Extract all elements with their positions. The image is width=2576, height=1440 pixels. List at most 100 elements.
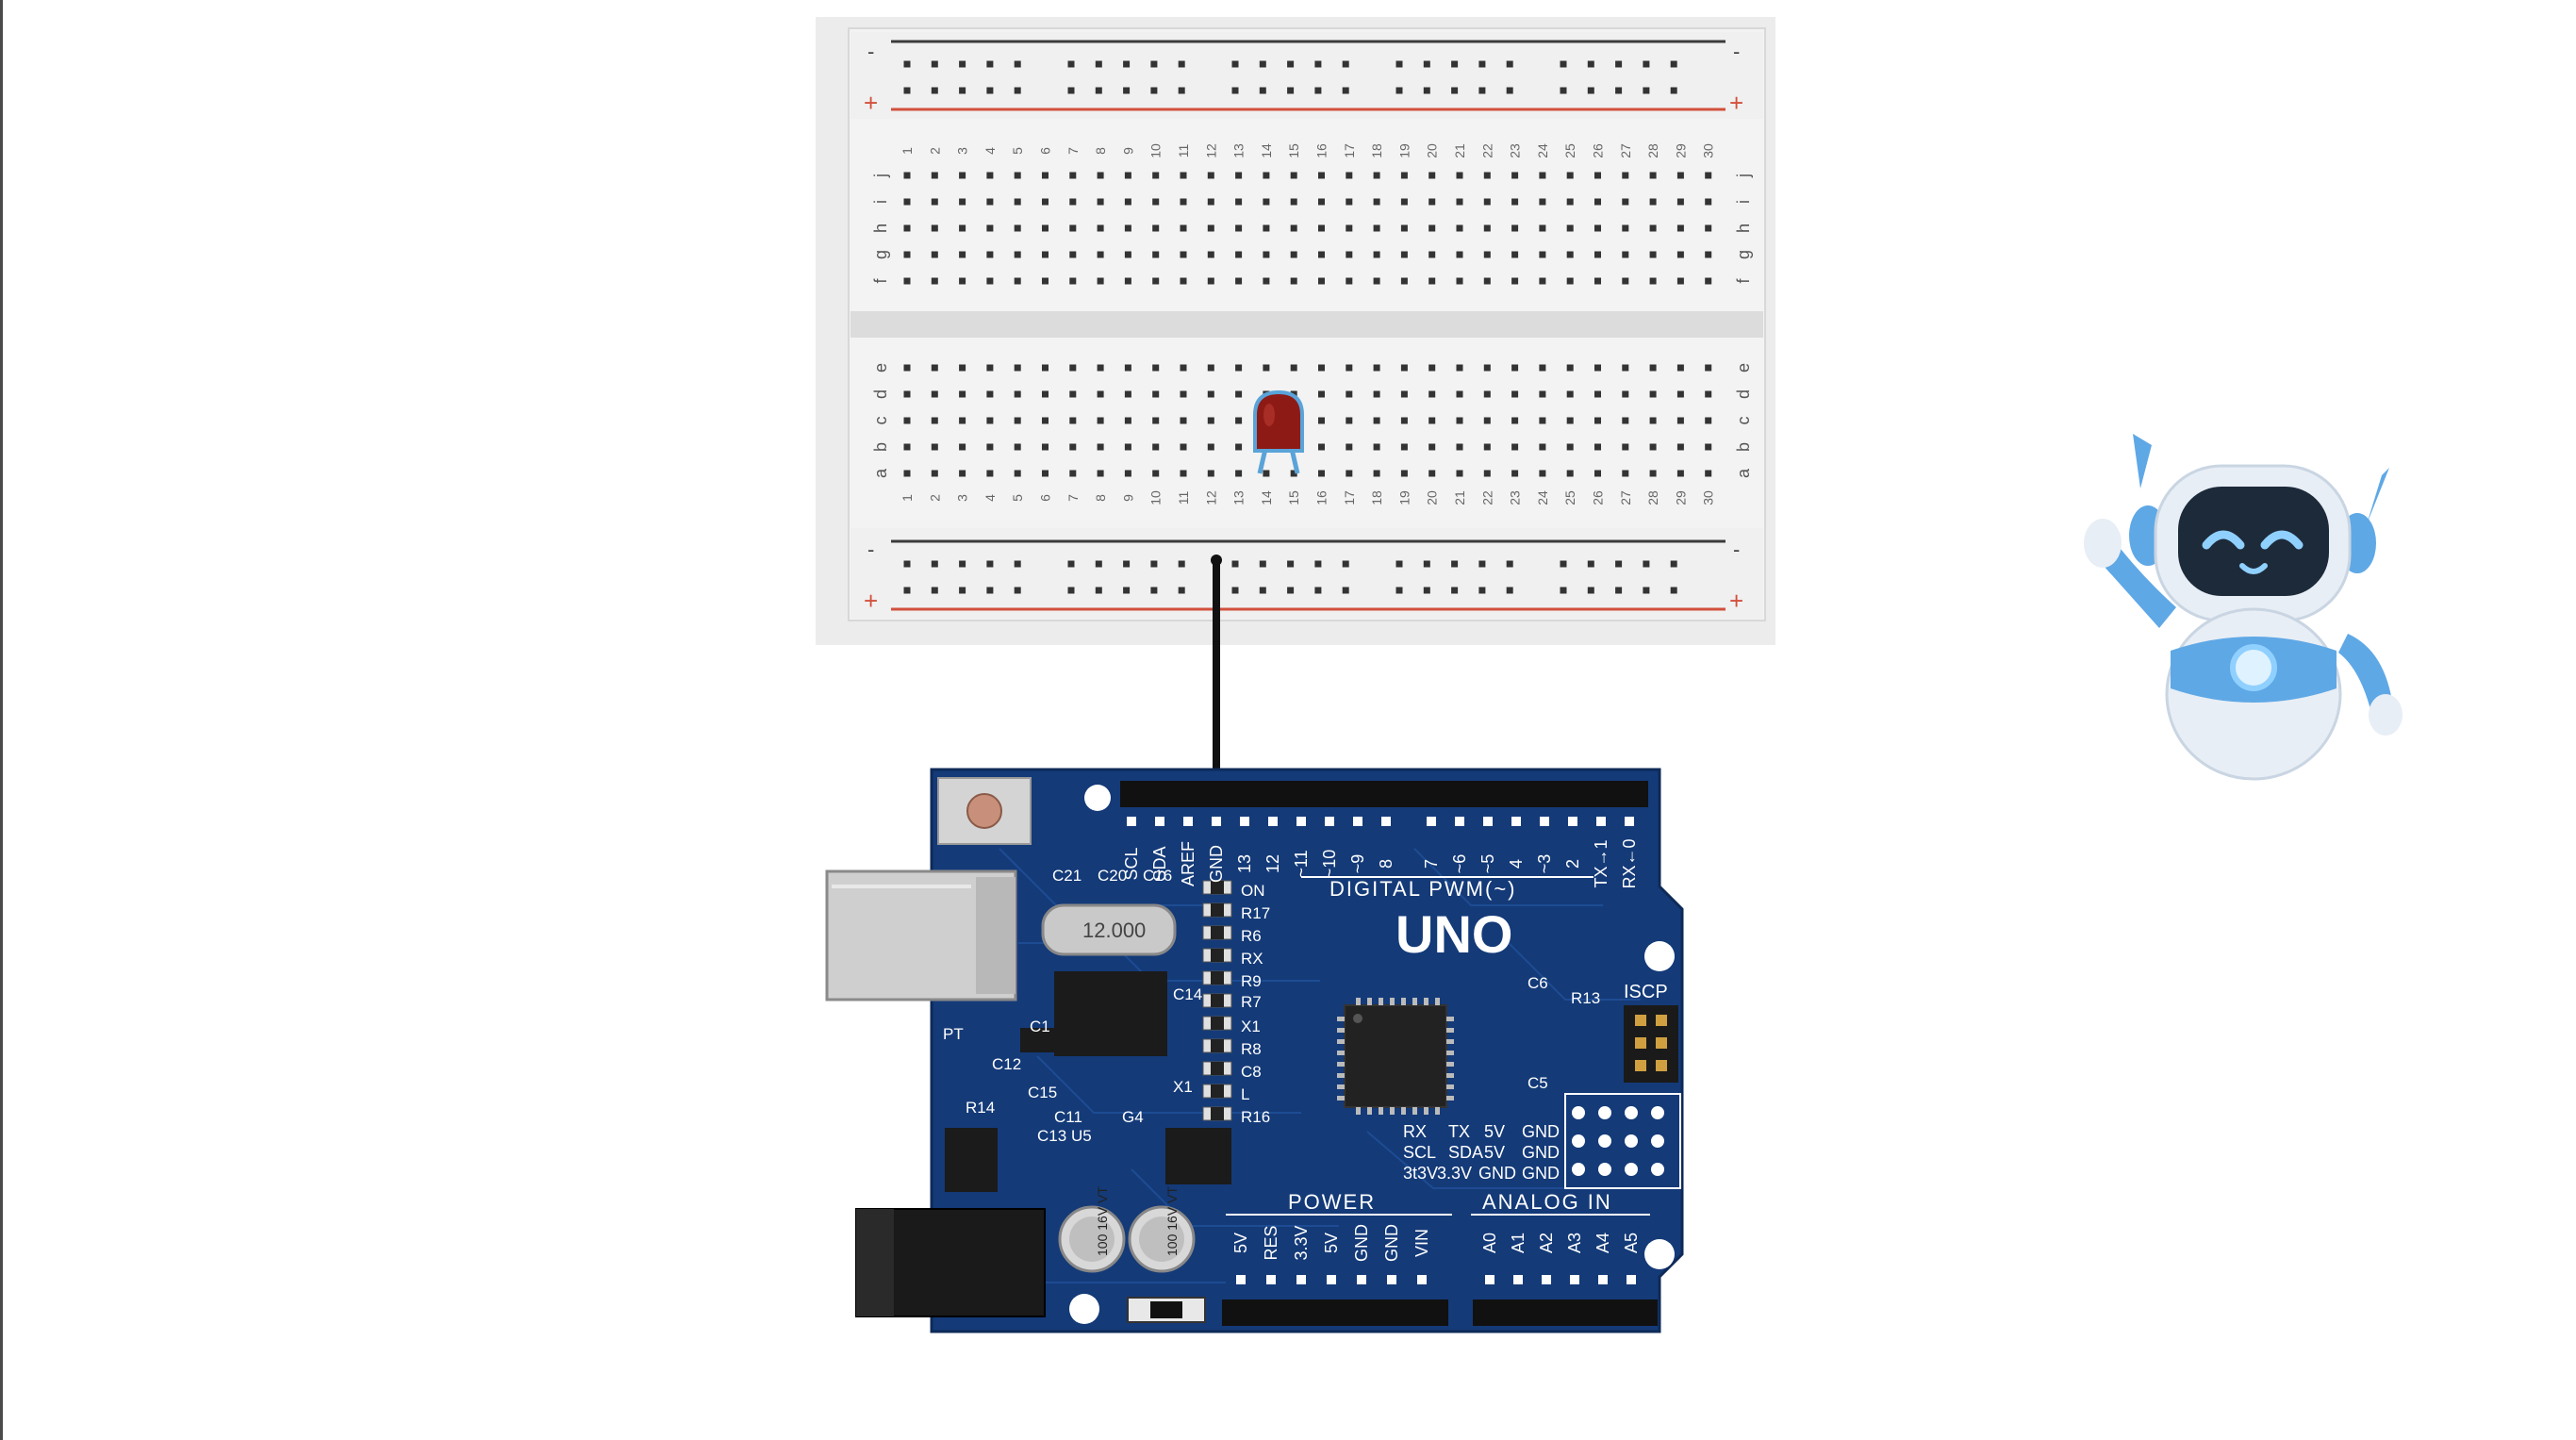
rail-hole[interactable] bbox=[1478, 587, 1486, 594]
digital-pin[interactable] bbox=[1596, 817, 1606, 826]
breadboard-hole[interactable] bbox=[1676, 390, 1684, 398]
breadboard-hole[interactable] bbox=[1456, 198, 1463, 206]
breadboard-hole[interactable] bbox=[1428, 364, 1436, 372]
breadboard-hole[interactable] bbox=[1180, 390, 1187, 398]
rail-hole[interactable] bbox=[1451, 587, 1459, 594]
breadboard-hole[interactable] bbox=[1649, 172, 1657, 179]
breadboard-hole[interactable] bbox=[1622, 417, 1629, 424]
digital-pin[interactable] bbox=[1296, 817, 1306, 826]
icsp-pin[interactable] bbox=[1656, 1060, 1667, 1071]
breadboard-hole[interactable] bbox=[1318, 198, 1325, 206]
breadboard-hole[interactable] bbox=[1124, 172, 1131, 179]
rail-hole[interactable] bbox=[1342, 87, 1349, 94]
breadboard-hole[interactable] bbox=[1180, 198, 1187, 206]
breadboard-hole[interactable] bbox=[1705, 198, 1712, 206]
digital-pin[interactable] bbox=[1155, 817, 1164, 826]
analog-pin[interactable] bbox=[1485, 1275, 1494, 1284]
breadboard-hole[interactable] bbox=[1152, 443, 1160, 451]
breadboard-hole[interactable] bbox=[1676, 470, 1684, 477]
breadboard-hole[interactable] bbox=[1124, 198, 1131, 206]
breadboard-hole[interactable] bbox=[1400, 364, 1408, 372]
breadboard-hole[interactable] bbox=[1180, 470, 1187, 477]
breadboard-hole[interactable] bbox=[903, 277, 911, 285]
rail-hole[interactable] bbox=[1095, 60, 1102, 68]
rail-hole[interactable] bbox=[1643, 60, 1650, 68]
digital-pin[interactable] bbox=[1540, 817, 1549, 826]
breadboard-hole[interactable] bbox=[1014, 198, 1021, 206]
breadboard-hole[interactable] bbox=[986, 390, 994, 398]
aux-pin[interactable] bbox=[1625, 1106, 1638, 1119]
breadboard-hole[interactable] bbox=[1400, 224, 1408, 232]
breadboard-hole[interactable] bbox=[1124, 251, 1131, 258]
rail-hole[interactable] bbox=[1123, 87, 1131, 94]
breadboard-hole[interactable] bbox=[1428, 198, 1436, 206]
breadboard-hole[interactable] bbox=[1705, 172, 1712, 179]
breadboard-hole[interactable] bbox=[931, 390, 938, 398]
breadboard-hole[interactable] bbox=[1511, 390, 1519, 398]
breadboard-hole[interactable] bbox=[1207, 417, 1214, 424]
rail-hole[interactable] bbox=[1587, 587, 1594, 594]
breadboard-hole[interactable] bbox=[1511, 443, 1519, 451]
breadboard-hole[interactable] bbox=[959, 251, 966, 258]
breadboard-hole[interactable] bbox=[1346, 417, 1353, 424]
rail-hole[interactable] bbox=[1231, 587, 1239, 594]
aux-pin[interactable] bbox=[1598, 1134, 1611, 1148]
breadboard-hole[interactable] bbox=[1318, 470, 1325, 477]
breadboard-hole[interactable] bbox=[1594, 224, 1601, 232]
breadboard-hole[interactable] bbox=[1180, 364, 1187, 372]
breadboard-hole[interactable] bbox=[1318, 417, 1325, 424]
breadboard-hole[interactable] bbox=[1539, 172, 1546, 179]
breadboard-hole[interactable] bbox=[1456, 470, 1463, 477]
rail-hole[interactable] bbox=[959, 587, 966, 594]
breadboard-hole[interactable] bbox=[1456, 277, 1463, 285]
rail-hole[interactable] bbox=[1423, 87, 1430, 94]
breadboard-hole[interactable] bbox=[1539, 417, 1546, 424]
breadboard-hole[interactable] bbox=[1483, 224, 1491, 232]
breadboard-hole[interactable] bbox=[1014, 443, 1021, 451]
breadboard-hole[interactable] bbox=[1069, 390, 1077, 398]
breadboard-hole[interactable] bbox=[1676, 224, 1684, 232]
digital-pin[interactable] bbox=[1511, 817, 1521, 826]
breadboard-hole[interactable] bbox=[1456, 443, 1463, 451]
rail-hole[interactable] bbox=[1259, 587, 1266, 594]
breadboard-hole[interactable] bbox=[1097, 172, 1104, 179]
breadboard-hole[interactable] bbox=[1207, 198, 1214, 206]
breadboard-hole[interactable] bbox=[1676, 277, 1684, 285]
rail-hole[interactable] bbox=[1014, 60, 1021, 68]
breadboard-hole[interactable] bbox=[1290, 364, 1297, 372]
breadboard-hole[interactable] bbox=[1180, 172, 1187, 179]
aux-pin[interactable] bbox=[1598, 1106, 1611, 1119]
breadboard-hole[interactable] bbox=[1180, 251, 1187, 258]
breadboard-hole[interactable] bbox=[1346, 443, 1353, 451]
rail-hole[interactable] bbox=[1670, 87, 1677, 94]
rail-hole[interactable] bbox=[1314, 87, 1322, 94]
breadboard-hole[interactable] bbox=[1069, 443, 1077, 451]
breadboard-hole[interactable] bbox=[1152, 364, 1160, 372]
breadboard-hole[interactable] bbox=[1400, 443, 1408, 451]
breadboard-hole[interactable] bbox=[1069, 198, 1077, 206]
breadboard-hole[interactable] bbox=[1456, 251, 1463, 258]
rail-hole[interactable] bbox=[1150, 60, 1158, 68]
breadboard-hole[interactable] bbox=[1263, 251, 1270, 258]
breadboard-hole[interactable] bbox=[1097, 198, 1104, 206]
rail-hole[interactable] bbox=[1342, 60, 1349, 68]
rail-hole[interactable] bbox=[1670, 587, 1677, 594]
breadboard-hole[interactable] bbox=[1539, 364, 1546, 372]
breadboard-hole[interactable] bbox=[1511, 224, 1519, 232]
breadboard-hole[interactable] bbox=[1263, 198, 1270, 206]
analog-pin[interactable] bbox=[1542, 1275, 1551, 1284]
breadboard-hole[interactable] bbox=[959, 224, 966, 232]
rail-hole[interactable] bbox=[1150, 560, 1158, 568]
breadboard-hole[interactable] bbox=[1097, 277, 1104, 285]
rail-hole[interactable] bbox=[1451, 87, 1459, 94]
breadboard-hole[interactable] bbox=[931, 364, 938, 372]
rail-hole[interactable] bbox=[1615, 560, 1623, 568]
breadboard-hole[interactable] bbox=[1042, 277, 1049, 285]
rail-hole[interactable] bbox=[1123, 587, 1131, 594]
rail-hole[interactable] bbox=[1506, 87, 1513, 94]
breadboard-hole[interactable] bbox=[1124, 390, 1131, 398]
breadboard-hole[interactable] bbox=[1705, 470, 1712, 477]
breadboard-hole[interactable] bbox=[1373, 198, 1380, 206]
rail-hole[interactable] bbox=[1231, 560, 1239, 568]
breadboard-hole[interactable] bbox=[1649, 251, 1657, 258]
